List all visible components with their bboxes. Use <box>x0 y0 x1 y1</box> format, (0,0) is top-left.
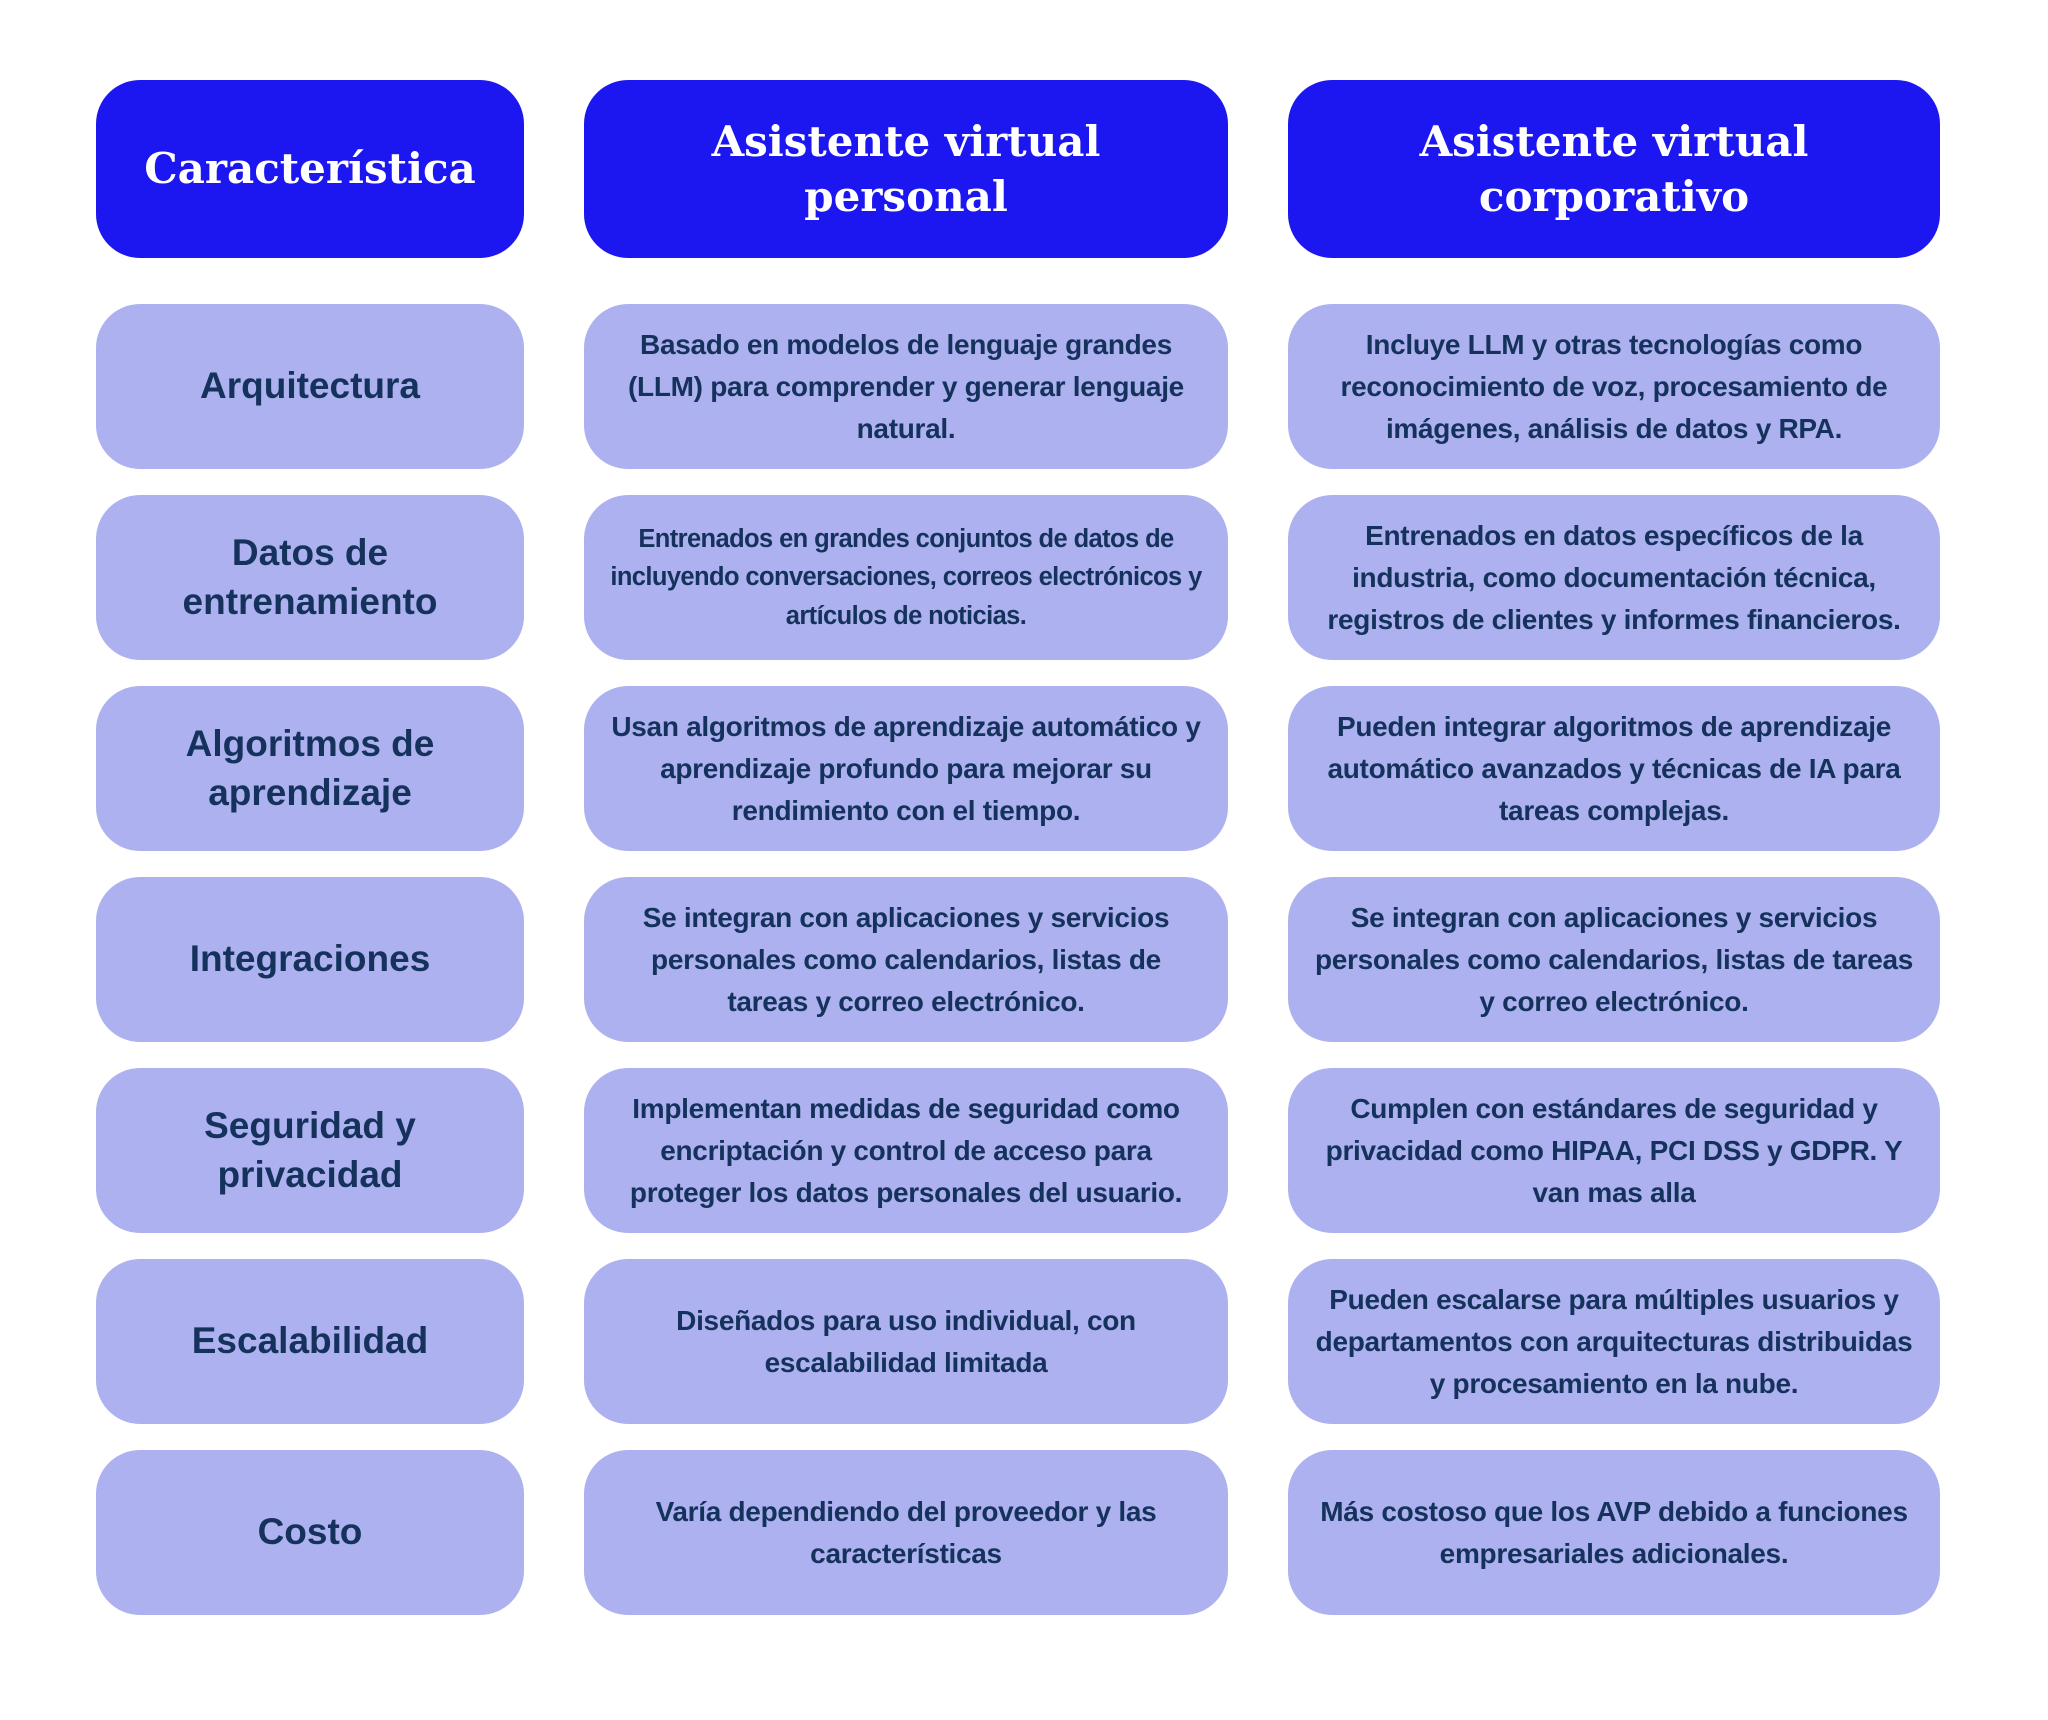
feature-cell-arquitectura: Arquitectura <box>96 304 524 469</box>
personal-cell-datos-de-entrenamiento: Entrenados en grandes conjuntos de datos… <box>584 495 1228 660</box>
column-header-asistente-corporativo: Asistente virtual corporativo <box>1288 80 1940 258</box>
feature-cell-datos-de-entrenamiento: Datos de entrenamiento <box>96 495 524 660</box>
table-body: Arquitectura Basado en modelos de lengua… <box>96 304 1940 1615</box>
feature-cell-integraciones: Integraciones <box>96 877 524 1042</box>
column-header-asistente-personal: Asistente virtual personal <box>584 80 1228 258</box>
corporate-cell-escalabilidad: Pueden escalarse para múltiples usuarios… <box>1288 1259 1940 1424</box>
column-header-caracteristica: Característica <box>96 80 524 258</box>
feature-cell-seguridad-y-privacidad: Seguridad y privacidad <box>96 1068 524 1233</box>
personal-cell-algoritmos-de-aprendizaje: Usan algoritmos de aprendizaje automátic… <box>584 686 1228 851</box>
comparison-table: Característica Asistente virtual persona… <box>96 80 1940 1615</box>
corporate-cell-datos-de-entrenamiento: Entrenados en datos específicos de la in… <box>1288 495 1940 660</box>
corporate-cell-seguridad-y-privacidad: Cumplen con estándares de seguridad y pr… <box>1288 1068 1940 1233</box>
personal-cell-integraciones: Se integran con aplicaciones y servicios… <box>584 877 1228 1042</box>
corporate-cell-algoritmos-de-aprendizaje: Pueden integrar algoritmos de aprendizaj… <box>1288 686 1940 851</box>
personal-cell-costo: Varía dependiendo del proveedor y las ca… <box>584 1450 1228 1615</box>
feature-cell-escalabilidad: Escalabilidad <box>96 1259 524 1424</box>
table-header-row: Característica Asistente virtual persona… <box>96 80 1940 258</box>
corporate-cell-integraciones: Se integran con aplicaciones y servicios… <box>1288 877 1940 1042</box>
personal-cell-seguridad-y-privacidad: Implementan medidas de seguridad como en… <box>584 1068 1228 1233</box>
feature-cell-algoritmos-de-aprendizaje: Algoritmos de aprendizaje <box>96 686 524 851</box>
personal-cell-arquitectura: Basado en modelos de lenguaje grandes (L… <box>584 304 1228 469</box>
corporate-cell-arquitectura: Incluye LLM y otras tecnologías como rec… <box>1288 304 1940 469</box>
feature-cell-costo: Costo <box>96 1450 524 1615</box>
personal-cell-escalabilidad: Diseñados para uso individual, con escal… <box>584 1259 1228 1424</box>
corporate-cell-costo: Más costoso que los AVP debido a funcion… <box>1288 1450 1940 1615</box>
